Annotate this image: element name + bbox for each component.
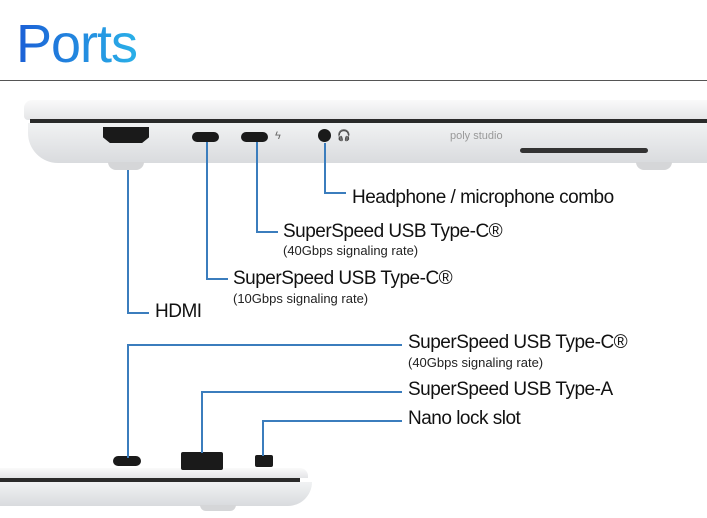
thunderbolt-icon: ϟ: [275, 130, 281, 142]
label-usbc-40-name: SuperSpeed USB Type-C®: [283, 221, 503, 242]
leader-lock: [262, 420, 264, 456]
label-headphone: Headphone / microphone combo: [352, 187, 614, 208]
speaker-slot: [520, 148, 648, 153]
leader-hdmi: [127, 170, 129, 313]
brand-text: poly studio: [450, 130, 503, 142]
label-usbc-10-rate: (10Gbps signaling rate): [233, 291, 369, 306]
label-lock: Nano lock slot: [408, 408, 521, 429]
label-usba: SuperSpeed USB Type-A: [408, 379, 613, 400]
headphone-icon: 🎧: [337, 130, 351, 142]
title-divider: [0, 80, 707, 81]
leader-headphone: [324, 143, 326, 193]
leader-usbc-10: [206, 142, 208, 279]
leader-usbc-40: [256, 142, 258, 232]
leader-usba: [201, 391, 203, 453]
hdmi-port: [103, 127, 149, 143]
usb-a-port: [181, 452, 223, 470]
label-usbc-right-name: SuperSpeed USB Type-C®: [408, 332, 628, 353]
usb-c-port-40gbps-right: [113, 456, 141, 466]
laptop-right-side: [0, 452, 312, 518]
label-usbc-40-rate: (40Gbps signaling rate): [283, 243, 419, 258]
usb-c-port-40gbps: [241, 132, 268, 142]
label-hdmi: HDMI: [155, 301, 202, 322]
nano-lock-slot: [255, 455, 273, 467]
laptop-left-side: ϟ 🎧 poly studio: [24, 100, 707, 170]
headphone-jack: [318, 129, 331, 142]
label-usbc-10-name: SuperSpeed USB Type-C®: [233, 268, 453, 289]
label-usbc-right-rate: (40Gbps signaling rate): [408, 355, 544, 370]
leader-usbc-right: [127, 344, 129, 458]
page-title: Ports: [16, 14, 138, 74]
usb-c-port-10gbps: [192, 132, 219, 142]
